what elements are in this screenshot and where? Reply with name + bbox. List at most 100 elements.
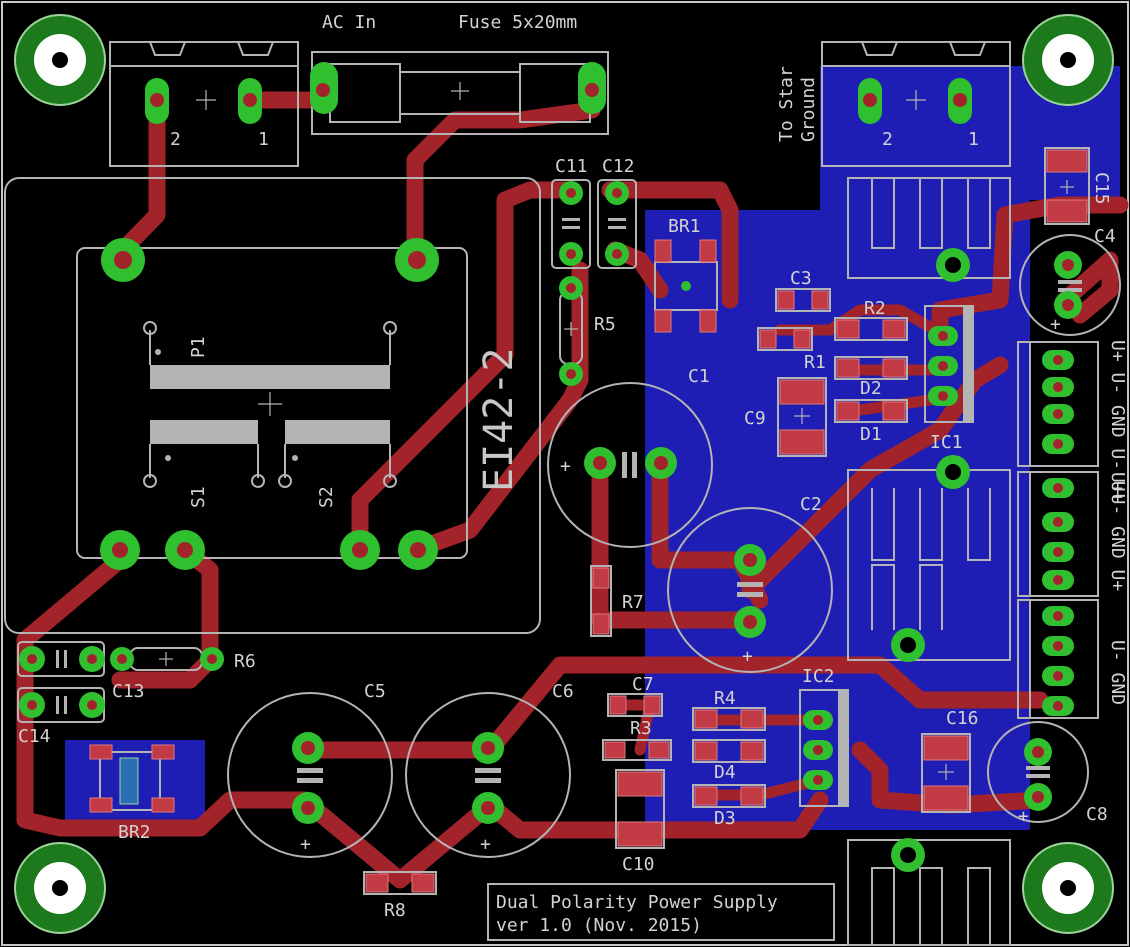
smd-c16 xyxy=(921,733,971,813)
label-c7: C7 xyxy=(632,674,654,695)
label-r1: R1 xyxy=(804,352,826,373)
s1-label: S1 xyxy=(188,486,209,508)
label-c14: C14 xyxy=(18,726,51,747)
transformer-label: EI42-2 xyxy=(476,348,522,493)
mounting-hole xyxy=(1022,842,1114,934)
title-block: Dual Polarity Power Supply ver 1.0 (Nov.… xyxy=(487,883,835,941)
smd-d4 xyxy=(692,739,766,763)
pin1-right-label: 1 xyxy=(968,129,979,150)
label-conn2: U+U- GND U+ xyxy=(1107,472,1128,591)
through-hole-pads xyxy=(19,62,1082,872)
fuse-label: Fuse 5x20mm xyxy=(458,12,577,33)
c8-plus: + xyxy=(1018,806,1029,827)
label-c10: C10 xyxy=(622,854,655,875)
label-c8: C8 xyxy=(1086,804,1108,825)
label-br1: BR1 xyxy=(668,216,701,237)
ground-label: Ground xyxy=(798,77,819,142)
capacitor-c1 xyxy=(547,382,713,548)
label-ic1: IC1 xyxy=(930,432,963,453)
label-c3: C3 xyxy=(790,268,812,289)
label-d2: D2 xyxy=(860,378,882,399)
s2-label: S2 xyxy=(316,486,337,508)
title-line-1: Dual Polarity Power Supply xyxy=(496,892,778,913)
to-star-label: To Star xyxy=(776,66,797,142)
regulator-ic2 xyxy=(799,689,849,807)
p1-label: P1 xyxy=(188,336,209,358)
label-c6: C6 xyxy=(552,681,574,702)
c1-plus: + xyxy=(560,456,571,477)
label-r2: R2 xyxy=(864,298,886,319)
smd-r1 xyxy=(757,327,813,351)
smd-r4 xyxy=(692,707,766,731)
pin2-right-label: 2 xyxy=(882,129,893,150)
label-c2: C2 xyxy=(800,494,822,515)
heatsink-ic2 xyxy=(847,839,1011,946)
output-terminal-2 xyxy=(1017,471,1099,597)
capacitor-c4 xyxy=(1019,234,1121,336)
label-c9: C9 xyxy=(744,408,766,429)
output-terminal-3 xyxy=(1017,599,1099,719)
smd-d3 xyxy=(692,784,766,808)
label-conn1: U+ U- GND U- U+ xyxy=(1107,340,1128,503)
pin1-left-label: 1 xyxy=(258,129,269,150)
star-ground-connector xyxy=(821,41,1011,167)
label-c5: C5 xyxy=(364,681,386,702)
c4-plus: + xyxy=(1050,314,1061,335)
resistor-r6 xyxy=(129,647,203,671)
label-r5: R5 xyxy=(594,314,616,335)
label-ic2: IC2 xyxy=(802,666,835,687)
smd-r3 xyxy=(602,739,672,761)
label-r6: R6 xyxy=(234,651,256,672)
label-r7: R7 xyxy=(622,592,644,613)
label-r3: R3 xyxy=(630,718,652,739)
label-d4: D4 xyxy=(714,762,736,783)
bridge-rectifier-br2 xyxy=(89,744,175,813)
smd-c10 xyxy=(615,769,665,849)
capacitor-c2 xyxy=(667,507,833,673)
output-terminal-1 xyxy=(1017,341,1099,467)
pin2-left-label: 2 xyxy=(170,129,181,150)
smd-c7 xyxy=(607,693,663,717)
smd-r8 xyxy=(363,871,437,895)
label-c1: C1 xyxy=(688,366,710,387)
mounting-hole xyxy=(14,14,106,106)
label-c15: C15 xyxy=(1091,172,1112,205)
smd-r7 xyxy=(590,565,612,637)
label-br2: BR2 xyxy=(118,822,151,843)
capacitor-c8 xyxy=(987,721,1089,823)
c5-plus: + xyxy=(300,834,311,855)
label-c12: C12 xyxy=(602,156,635,177)
smd-c15 xyxy=(1044,147,1090,225)
label-c13: C13 xyxy=(112,681,145,702)
smd-c9 xyxy=(777,377,827,457)
label-c16: C16 xyxy=(946,708,979,729)
capacitor-c12 xyxy=(597,179,637,269)
title-line-2: ver 1.0 (Nov. 2015) xyxy=(496,915,702,936)
label-c11: C11 xyxy=(555,156,588,177)
capacitor-c6 xyxy=(405,692,571,858)
label-r8: R8 xyxy=(384,900,406,921)
label-conn3: U- GND xyxy=(1107,640,1128,705)
label-r4: R4 xyxy=(714,688,736,709)
mounting-hole xyxy=(1022,14,1114,106)
label-d1: D1 xyxy=(860,424,882,445)
label-d3: D3 xyxy=(714,808,736,829)
mounting-hole xyxy=(14,842,106,934)
c2-plus: + xyxy=(742,646,753,667)
smd-d2 xyxy=(834,356,908,380)
ac-in-label: AC In xyxy=(322,12,376,33)
smd-d1 xyxy=(834,399,908,423)
transformer-ei42 xyxy=(4,177,541,634)
bridge-rectifier-br1 xyxy=(654,239,718,333)
capacitor-c5 xyxy=(227,692,393,858)
heatsink-ic1 xyxy=(847,177,1011,279)
ac-in-connector xyxy=(109,41,299,167)
regulator-ic1 xyxy=(924,305,974,423)
label-c4: C4 xyxy=(1094,226,1116,247)
smd-c3 xyxy=(775,288,831,312)
capacitor-c11 xyxy=(551,179,591,269)
smd-r2 xyxy=(834,317,908,341)
c6-plus: + xyxy=(480,834,491,855)
